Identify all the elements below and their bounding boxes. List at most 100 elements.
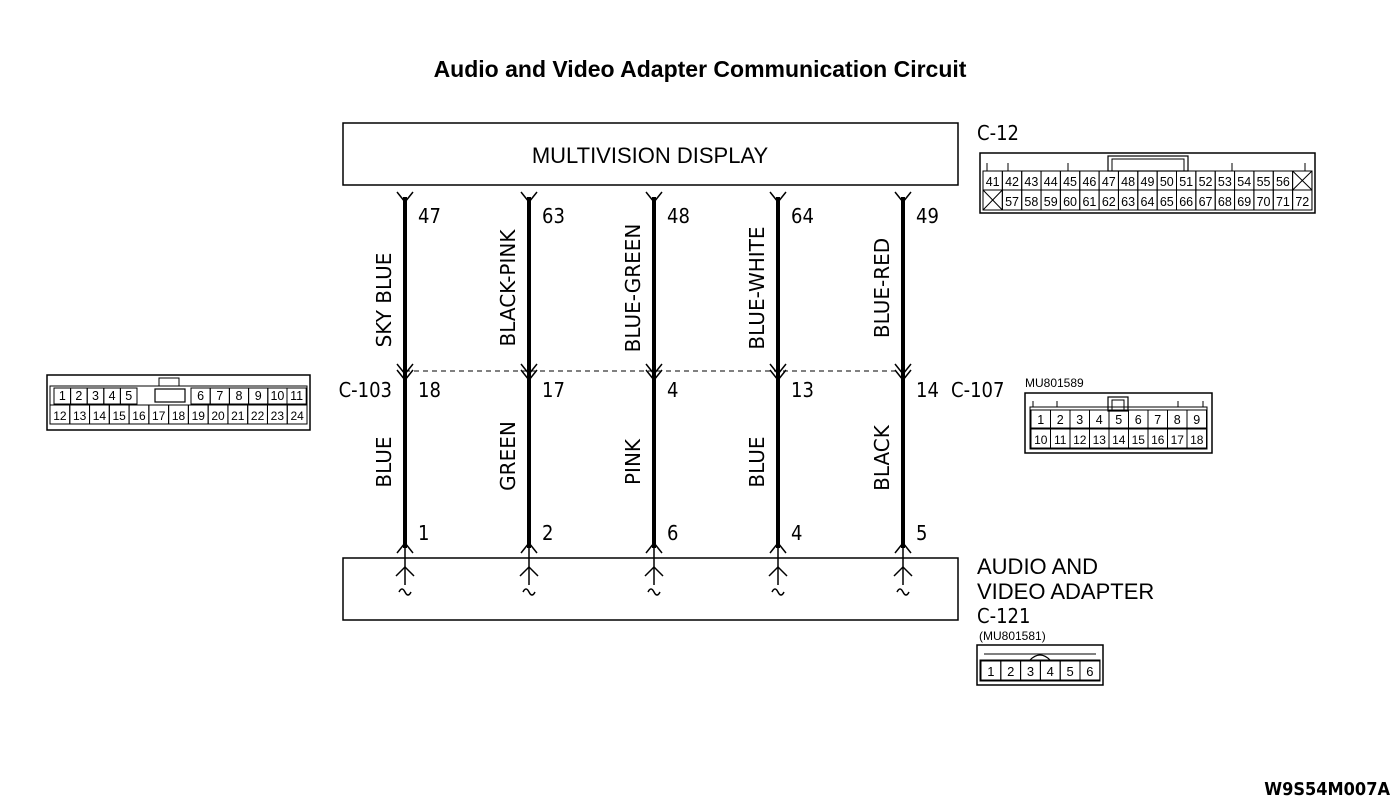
wire-4-top-terminal [769,191,787,204]
multivision-display-label: MULTIVISION DISPLAY [532,143,769,168]
wire-4-bottom-terminal [769,541,787,554]
svg-text:15: 15 [1132,433,1146,447]
svg-text:18: 18 [172,409,186,423]
c12-pin-44: 44 [1040,170,1061,191]
c107-pin-7: 7 [1147,409,1168,429]
svg-text:62: 62 [1102,195,1116,209]
c103-pin-18: 18 [168,404,189,425]
svg-text:2: 2 [75,389,82,403]
c12-pin-61: 61 [1079,189,1100,211]
svg-text:4: 4 [109,389,116,403]
svg-text:50: 50 [1160,175,1174,189]
c103-pin-21: 21 [227,404,249,425]
c103-pin-15: 15 [108,404,130,425]
c107-pin-4: 4 [1089,409,1110,429]
c121-connector-label: C-121 [977,604,1030,628]
c107-pin-16: 16 [1147,428,1168,449]
wire-3-junction-terminal [645,363,663,382]
c103-pin-5: 5 [119,387,138,405]
svg-text:14: 14 [93,409,107,423]
svg-text:23: 23 [271,409,285,423]
wire-1-upper-color: SKY BLUE [372,253,396,348]
diagram-title: Audio and Video Adapter Communication Ci… [434,56,967,82]
c12-pin-50: 50 [1156,170,1178,191]
wire-1-junction-terminal [396,363,414,382]
svg-text:7: 7 [216,389,223,403]
svg-text:3: 3 [1027,664,1034,679]
c103-pin-7: 7 [209,387,230,405]
c103-pin-11: 11 [286,387,307,405]
c121-pin-1: 1 [980,660,1002,681]
svg-text:46: 46 [1082,175,1096,189]
svg-text:12: 12 [1073,433,1087,447]
c103-pin-6: 6 [190,387,211,405]
c12-pin-47: 47 [1098,170,1119,191]
wire-3: 48 4 6 BLUE-GREEN PINK [621,191,690,596]
c121-part-number: (MU801581) [979,629,1046,643]
svg-text:72: 72 [1295,195,1309,209]
c12-pin-69: 69 [1234,189,1255,211]
wire-5: 49 14 5 BLUE-RED BLACK [870,191,939,596]
svg-text:16: 16 [1151,433,1165,447]
figure-id: W9S54M007A [1264,779,1390,800]
c107-junction-label: C-107 [951,378,1004,402]
c103-pin-9: 9 [248,387,269,405]
wire-3-mid-pin: 4 [667,378,678,402]
c12-pin-62: 62 [1098,189,1119,211]
c12-pin-63: 63 [1117,189,1139,211]
c12-pin-46: 46 [1079,170,1100,191]
svg-text:69: 69 [1237,195,1251,209]
c121-pin-5: 5 [1059,660,1081,681]
wire-4-upper-color: BLUE-WHITE [745,226,769,349]
svg-text:45: 45 [1063,175,1077,189]
svg-text:22: 22 [251,409,265,423]
svg-text:10: 10 [270,389,284,403]
svg-text:9: 9 [255,389,262,403]
c12-pin-42: 42 [1001,170,1023,191]
svg-text:10: 10 [1034,433,1048,447]
c121-pin-3: 3 [1020,660,1041,681]
c12-pin-57: 57 [1001,189,1023,211]
svg-text:3: 3 [1076,413,1083,427]
c12-pin-52: 52 [1195,170,1216,191]
wire-4-pin-icon [771,588,785,596]
c12-pin-43: 43 [1021,170,1042,191]
wire-3-bottom-terminal [645,541,663,554]
wire-2-junction-terminal [520,363,538,382]
c12-pin-45: 45 [1059,170,1081,191]
wire-4: 64 13 4 BLUE-WHITE BLUE [745,191,814,596]
c107-pin-18: 18 [1186,428,1207,449]
wire-5-mid-pin: 14 [916,378,939,402]
wire-5-upper-color: BLUE-RED [870,238,894,338]
c103-pin-1: 1 [53,387,72,405]
wire-4-bottom-pin: 4 [791,521,802,545]
svg-text:8: 8 [1174,413,1181,427]
c121-pin-6: 6 [1079,660,1101,681]
c103-pin-14: 14 [89,404,110,425]
svg-text:43: 43 [1024,175,1038,189]
svg-text:61: 61 [1082,195,1096,209]
wire-5-pin-icon [896,588,910,596]
c107-pin-9: 9 [1186,409,1207,429]
svg-text:8: 8 [236,389,243,403]
c107-pin-10: 10 [1030,428,1051,449]
svg-text:6: 6 [1135,413,1142,427]
svg-text:6: 6 [1086,664,1093,679]
wire-5-bottom-pin: 5 [916,521,927,545]
c103-pin-13: 13 [69,404,91,425]
svg-text:4: 4 [1047,664,1054,679]
svg-text:15: 15 [113,409,127,423]
c103-pin-20: 20 [207,404,229,425]
wire-2-lower-color: GREEN [496,421,520,491]
c12-pin-56: 56 [1272,170,1294,191]
svg-text:11: 11 [290,389,303,403]
wire-5-top-terminal [894,191,912,204]
c12-pin-48: 48 [1117,170,1139,191]
c12-pin-54: 54 [1234,170,1255,191]
c12-pin-X [1292,170,1313,191]
